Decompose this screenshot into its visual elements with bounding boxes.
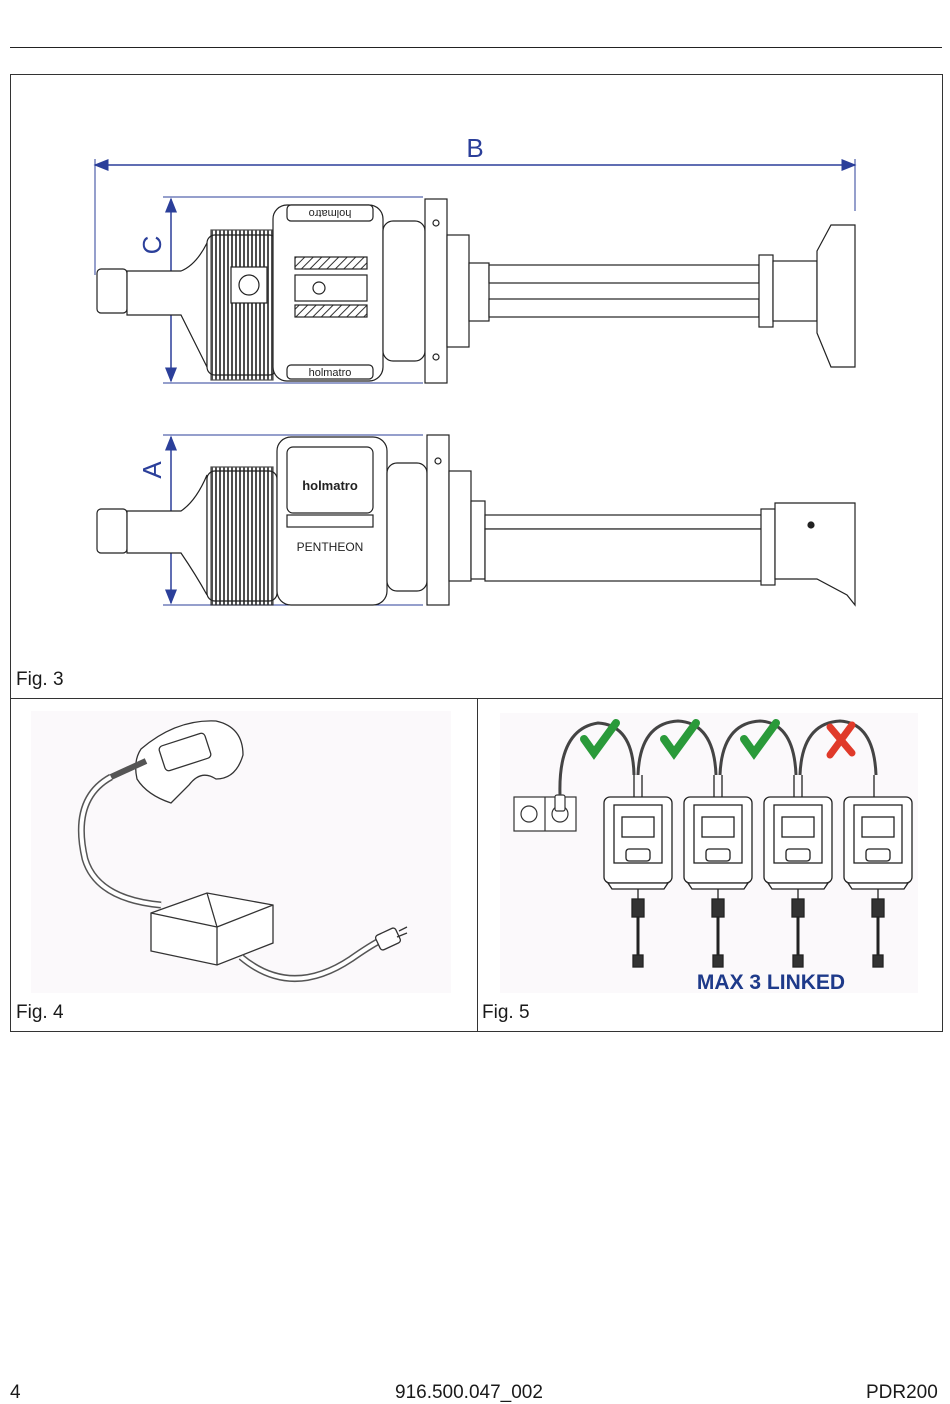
- dimension-b-label: B: [466, 133, 483, 163]
- dimension-c-label: C: [137, 236, 167, 255]
- brand-text-top-view-bottom: holmatro: [309, 367, 352, 379]
- header-rule: [10, 47, 942, 48]
- figure-3-drawing: B C holmatro holmatro: [11, 75, 942, 665]
- figure-3-panel: B C holmatro holmatro: [10, 74, 943, 699]
- model-text-side-view: PENTHEON: [297, 540, 364, 554]
- tool-top-view: holmatro holmatro: [97, 199, 855, 383]
- dimension-a-label: A: [137, 461, 167, 479]
- wall-socket: [514, 795, 576, 831]
- max-linked-label: MAX 3 LINKED: [697, 971, 845, 994]
- footer-document-number: 916.500.047_002: [395, 1382, 543, 1404]
- brand-text-top-view: holmatro: [309, 207, 352, 219]
- footer-page-number: 4: [10, 1382, 21, 1404]
- figure-5-caption: Fig. 5: [482, 1002, 530, 1024]
- figure-4-caption: Fig. 4: [16, 1002, 64, 1024]
- tool-side-view: holmatro PENTHEON: [97, 435, 855, 605]
- figure-3-caption: Fig. 3: [16, 669, 64, 691]
- figure-4-panel: Fig. 4: [10, 698, 478, 1032]
- footer-model: PDR200: [866, 1382, 938, 1404]
- brand-text-side-view: holmatro: [302, 478, 358, 493]
- figure-4-drawing: [11, 699, 477, 999]
- figure-5-drawing: MAX 3 LINKED: [478, 699, 942, 999]
- figure-5-panel: MAX 3 LINKED Fig. 5: [477, 698, 943, 1032]
